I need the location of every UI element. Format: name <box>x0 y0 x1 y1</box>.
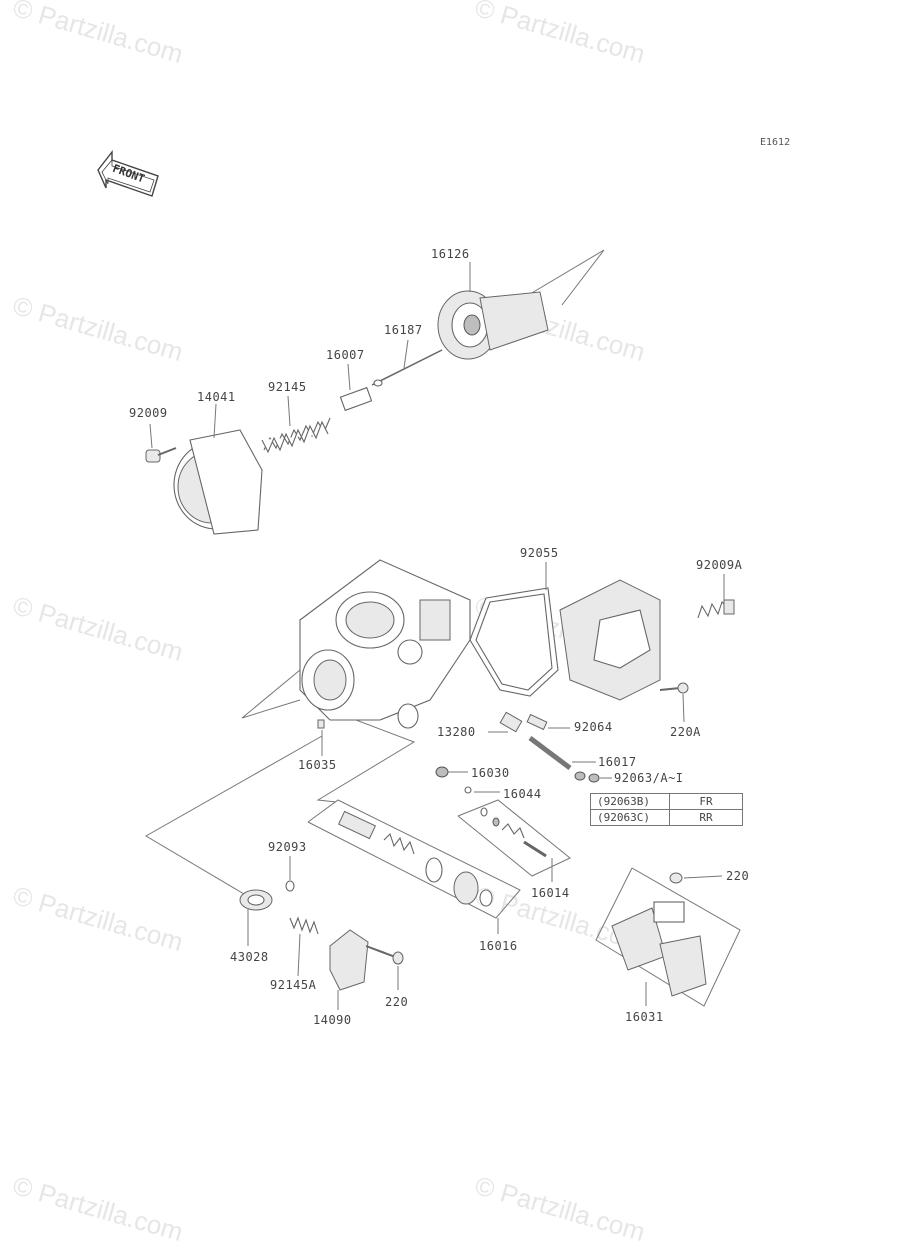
part-label[interactable]: 92063/A~I <box>614 771 684 785</box>
part-label[interactable]: 14090 <box>313 1013 352 1027</box>
part-label[interactable]: 220 <box>385 995 409 1009</box>
spring-92145 <box>261 417 331 454</box>
legend-row: (92063C) RR <box>590 809 743 826</box>
part-label[interactable]: 16030 <box>471 766 510 780</box>
float-16031 <box>611 901 707 997</box>
part-label[interactable]: 16017 <box>598 755 637 769</box>
part-label[interactable]: 14041 <box>197 390 236 404</box>
part-label[interactable]: 16187 <box>384 323 423 337</box>
part-label[interactable]: 220A <box>670 725 701 739</box>
legend-position: RR <box>669 809 743 826</box>
diaphragm-16126 <box>437 262 549 360</box>
part-label[interactable]: 13280 <box>437 725 476 739</box>
part-label[interactable]: 16044 <box>503 787 542 801</box>
part-label[interactable]: 220 <box>726 869 750 883</box>
part-label[interactable]: 43028 <box>230 950 269 964</box>
needle-holder-16007 <box>339 386 373 412</box>
part-label[interactable]: 16126 <box>431 247 470 261</box>
variant-legend-table: (92063B) FR (92063C) RR <box>590 793 743 826</box>
legend-row: (92063B) FR <box>590 793 743 810</box>
parts-diagram: FRONT <box>97 149 741 1010</box>
legend-position: FR <box>669 793 743 810</box>
float-bowl-cover <box>559 579 661 701</box>
legend-code: (92063C) <box>590 809 670 826</box>
part-label[interactable]: 92009A <box>696 558 743 572</box>
top-cover-14041 <box>173 429 263 535</box>
part-label[interactable]: 92093 <box>268 840 307 854</box>
part-label[interactable]: 16014 <box>531 886 570 900</box>
part-label[interactable]: 92064 <box>574 720 613 734</box>
part-label[interactable]: 16007 <box>326 348 365 362</box>
part-label[interactable]: 92009 <box>129 406 168 420</box>
part-label[interactable]: 92055 <box>520 546 559 560</box>
part-label[interactable]: 92145 <box>268 380 307 394</box>
part-label[interactable]: 92145A <box>270 978 317 992</box>
carburetor-body <box>299 559 471 729</box>
diagram-code: E1612 <box>760 137 791 148</box>
part-label[interactable]: 16035 <box>298 758 337 772</box>
part-label[interactable]: 16031 <box>625 1010 664 1024</box>
legend-code: (92063B) <box>590 793 670 810</box>
front-arrow-icon: FRONT <box>97 149 159 197</box>
part-label[interactable]: 16016 <box>479 939 518 953</box>
